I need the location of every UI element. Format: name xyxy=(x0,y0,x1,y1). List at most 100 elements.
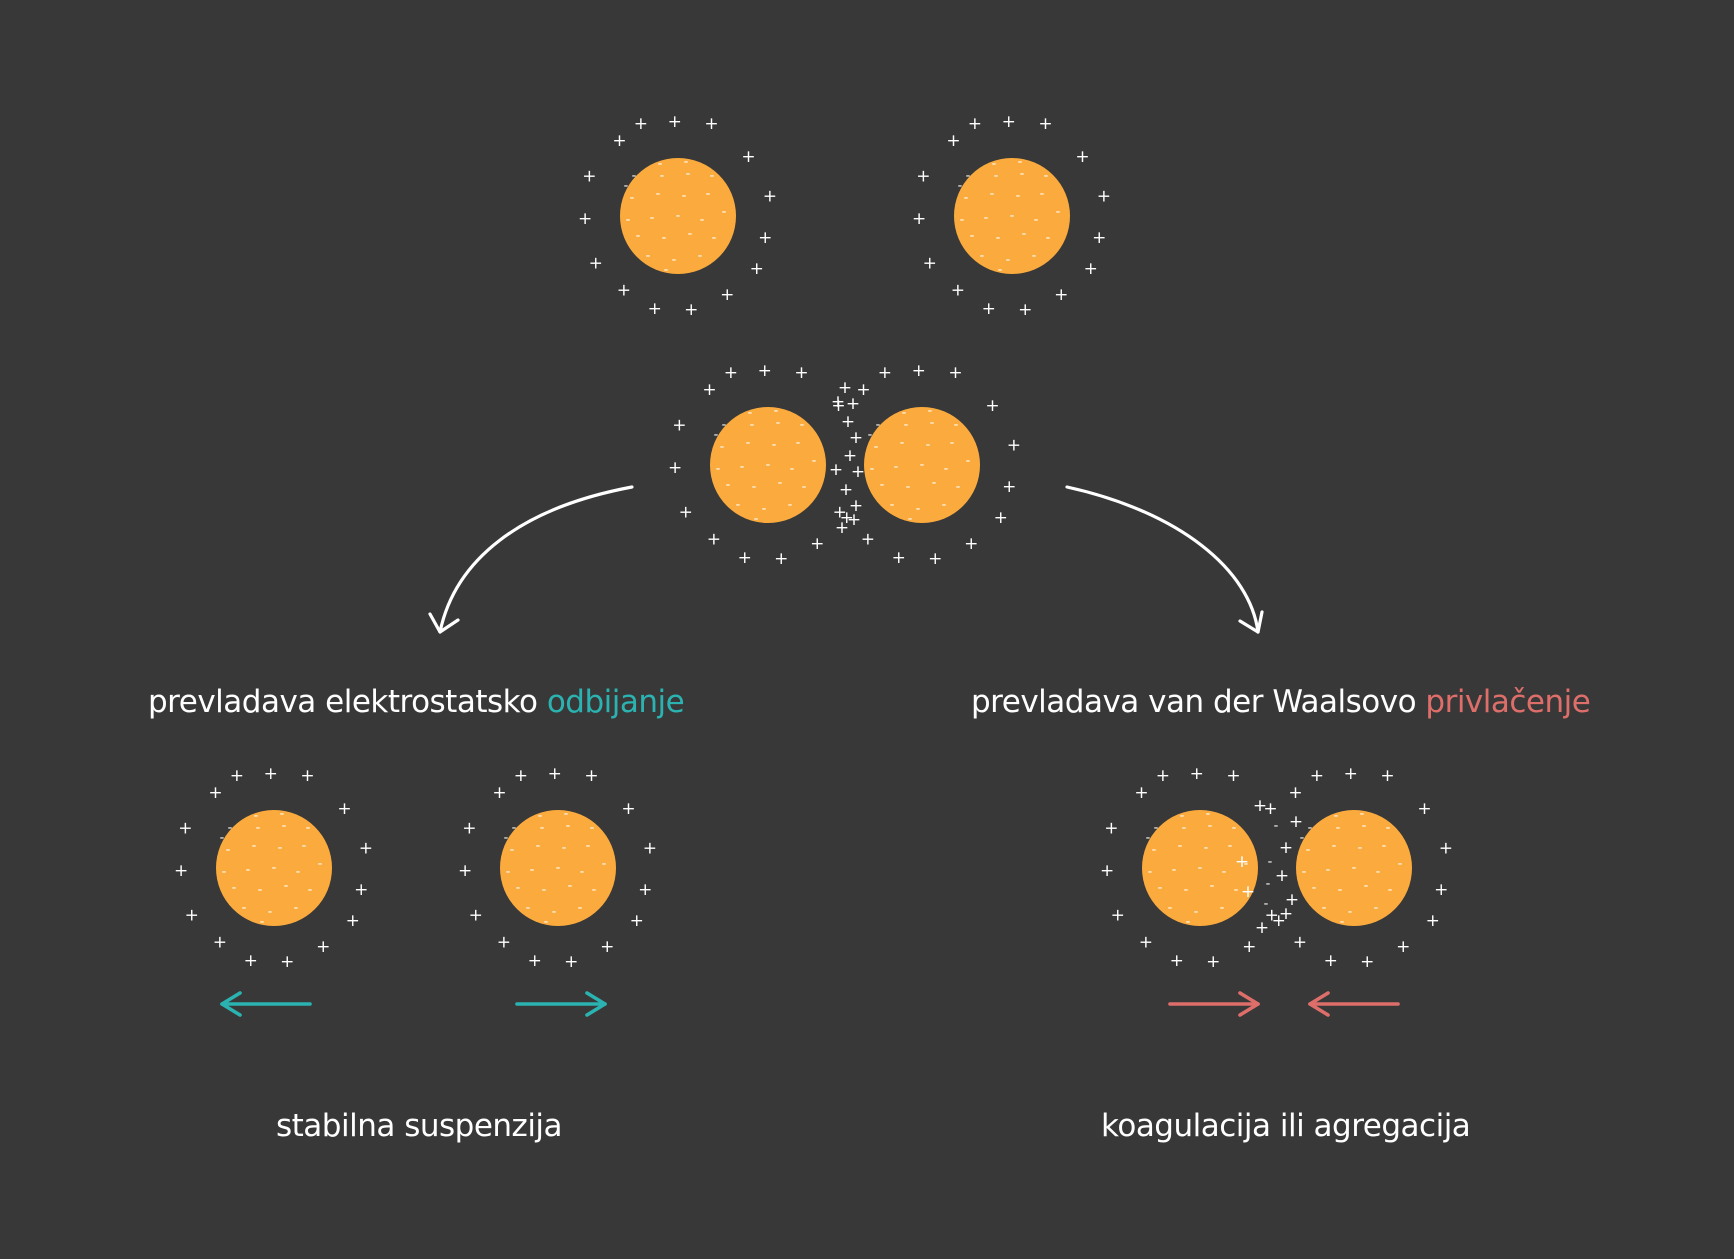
negative-charge: - xyxy=(568,879,573,894)
negative-charge: - xyxy=(646,249,651,264)
positive-charge: + xyxy=(668,458,682,478)
negative-charge: - xyxy=(544,915,549,930)
negative-charge: - xyxy=(256,821,261,836)
positive-charge: + xyxy=(1265,906,1279,926)
positive-charge: + xyxy=(213,932,227,952)
particle-mid-right: ------------------------+++++++++++++ xyxy=(833,361,1021,569)
particle-coag-right: ------------------------+++++++++++++ xyxy=(1265,764,1453,972)
negative-charge: - xyxy=(916,502,921,517)
negative-charge: - xyxy=(1376,865,1381,880)
negative-charge: - xyxy=(964,191,969,206)
negative-charge: - xyxy=(932,476,937,491)
negative-charge: - xyxy=(512,821,517,836)
negative-charge: - xyxy=(282,819,287,834)
positive-charge: + xyxy=(763,187,777,207)
positive-charge: + xyxy=(1279,904,1293,924)
negative-charge: - xyxy=(774,404,779,419)
positive-charge: + xyxy=(928,549,942,569)
negative-charge: - xyxy=(636,229,641,244)
negative-charge: - xyxy=(698,249,703,264)
negative-charge: - xyxy=(1222,865,1227,880)
negative-charge: - xyxy=(1172,863,1177,878)
positive-charge: + xyxy=(514,766,528,786)
negative-charge: - xyxy=(1232,821,1237,836)
positive-charge: + xyxy=(548,764,562,784)
positive-charge: + xyxy=(833,503,847,523)
negative-charge: - xyxy=(1308,821,1313,836)
particle-core xyxy=(500,810,616,926)
positive-charge: + xyxy=(1275,866,1289,886)
negative-charge: - xyxy=(1352,861,1357,876)
negative-charge: - xyxy=(510,843,515,858)
negative-charge: - xyxy=(686,167,691,182)
negative-charge: - xyxy=(722,205,727,220)
positive-charge: + xyxy=(923,254,937,274)
positive-charge: + xyxy=(1253,796,1267,816)
negative-charge: - xyxy=(720,440,725,455)
negative-charge: - xyxy=(802,480,807,495)
negative-charge: - xyxy=(750,418,755,433)
positive-charge: + xyxy=(1139,932,1153,952)
negative-charge: - xyxy=(998,263,1003,278)
positive-charge: + xyxy=(1426,911,1440,931)
negative-charge: - xyxy=(900,436,905,451)
negative-charge: - xyxy=(226,843,231,858)
repel-arrow-left xyxy=(220,991,312,1017)
negative-charge: - xyxy=(908,512,913,527)
positive-charge: + xyxy=(185,906,199,926)
positive-charge: + xyxy=(707,529,721,549)
negative-charge: - xyxy=(1178,839,1183,854)
negative-charge: - xyxy=(280,807,285,822)
negative-charge: - xyxy=(662,231,667,246)
particle-top-left: ------------------------+++++++++++++++ xyxy=(578,112,777,320)
coagulation-label: koagulacija ili agregacija xyxy=(1101,1108,1471,1144)
positive-charge: + xyxy=(492,783,506,803)
positive-charge: + xyxy=(831,392,845,412)
negative-charge: - xyxy=(800,418,805,433)
positive-charge: + xyxy=(750,259,764,279)
negative-charge: - xyxy=(232,881,237,896)
positive-charge: + xyxy=(1007,436,1021,456)
negative-charge: - xyxy=(632,169,637,184)
middle-gap-charges: ++++++++++++ xyxy=(829,378,865,538)
negative-charge: - xyxy=(1046,231,1051,246)
negative-charge: - xyxy=(880,478,885,493)
negative-charge: - xyxy=(1168,901,1173,916)
negative-charge: - xyxy=(776,416,781,431)
negative-charge: - xyxy=(772,438,777,453)
negative-charge: - xyxy=(258,883,263,898)
attract-arrow-left xyxy=(1308,991,1400,1017)
negative-charge: - xyxy=(556,861,561,876)
negative-charge: - xyxy=(1264,897,1269,912)
negative-charge: - xyxy=(1006,253,1011,268)
negative-charge: - xyxy=(1022,227,1027,242)
negative-charge: - xyxy=(930,416,935,431)
positive-charge: + xyxy=(1439,839,1453,859)
negative-charge: - xyxy=(562,841,567,856)
positive-charge: + xyxy=(346,911,360,931)
positive-charge: + xyxy=(724,363,738,383)
negative-charge: - xyxy=(1340,915,1345,930)
negative-charge: - xyxy=(1302,865,1307,880)
negative-charge: - xyxy=(1198,861,1203,876)
positive-charge: + xyxy=(672,416,686,436)
negative-charge: - xyxy=(318,857,323,872)
positive-charge: + xyxy=(638,880,652,900)
negative-charge: - xyxy=(944,462,949,477)
negative-charge: - xyxy=(272,861,277,876)
negative-charge: - xyxy=(246,863,251,878)
particle-core xyxy=(620,158,736,274)
positive-charge: + xyxy=(964,534,978,554)
positive-charge: + xyxy=(1100,861,1114,881)
negative-charge: - xyxy=(1234,883,1239,898)
negative-charge: - xyxy=(748,406,753,421)
negative-charge: - xyxy=(1338,883,1343,898)
positive-charge: + xyxy=(679,503,693,523)
negative-charge: - xyxy=(684,155,689,170)
positive-charge: + xyxy=(835,518,849,538)
negative-charge: - xyxy=(754,512,759,527)
negative-charge: - xyxy=(790,462,795,477)
negative-charge: - xyxy=(906,480,911,495)
positive-charge: + xyxy=(1380,766,1394,786)
negative-charge: - xyxy=(746,436,751,451)
